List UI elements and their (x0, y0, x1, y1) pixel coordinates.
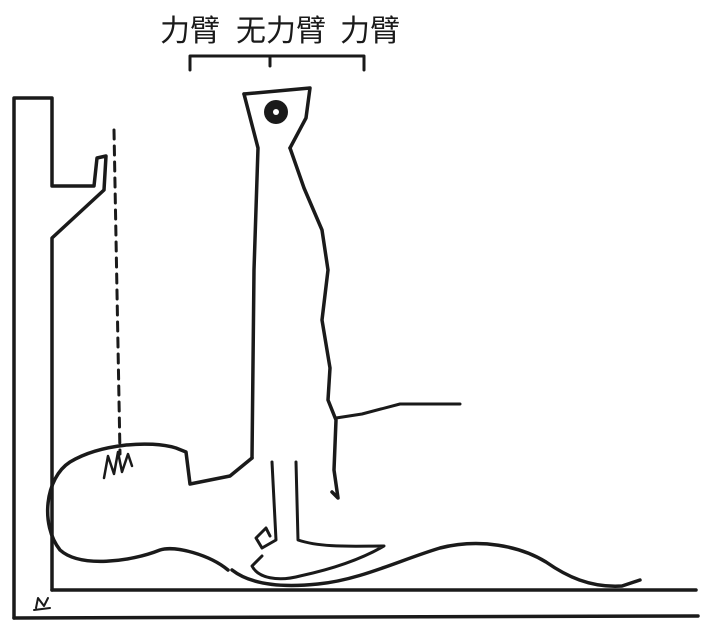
bent-knee (252, 462, 384, 579)
frame (14, 98, 698, 618)
plumb-line (114, 130, 120, 454)
signature-mark (34, 598, 50, 610)
bracket (190, 56, 364, 70)
raised-leg-left (244, 94, 258, 458)
lower-leg (336, 404, 460, 418)
raised-leg-right (290, 148, 338, 498)
hair-tuft (104, 452, 132, 478)
ankle-mark-inner (273, 109, 279, 115)
lying-body (232, 544, 640, 587)
head (48, 444, 252, 570)
